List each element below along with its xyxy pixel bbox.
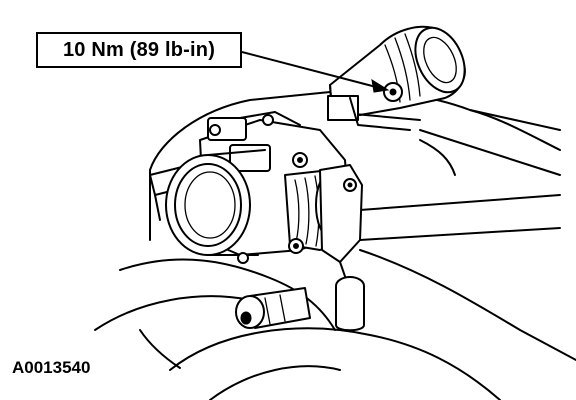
torque-spec-callout: 10 Nm (89 lb-in) xyxy=(36,32,242,68)
mounting-bolt xyxy=(383,82,403,102)
flange-bolts xyxy=(209,114,274,264)
callout-leader-line xyxy=(241,51,390,93)
throttle-linkage xyxy=(284,164,363,263)
torque-spec-label: 10 Nm (89 lb-in) xyxy=(62,38,216,61)
air-inlet-duct xyxy=(327,25,466,131)
idle-air-control-valve xyxy=(235,287,311,329)
figure-id-label: A0013540 xyxy=(12,358,91,377)
throttle-bore xyxy=(165,149,266,256)
lower-bracket xyxy=(335,261,365,332)
